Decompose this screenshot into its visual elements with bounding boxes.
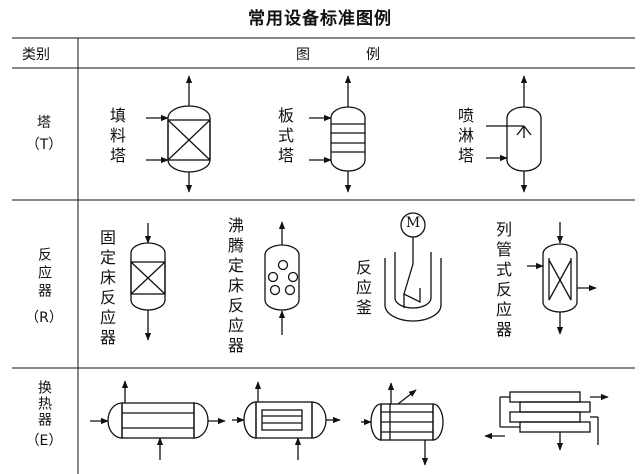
label-stirred-tank-reactor: 反应釜 <box>355 258 372 317</box>
header-legend-left: 图 <box>296 47 310 63</box>
category-reactor: 反应器 （R） <box>14 247 74 329</box>
category-code: （R） <box>25 310 63 326</box>
fixed-bed-reactor-symbol <box>130 223 166 341</box>
plate-tower-symbol <box>309 75 366 193</box>
category-code: （T） <box>25 137 63 153</box>
spray-tower-symbol <box>486 75 542 193</box>
category-name: 换热器 <box>36 380 52 428</box>
category-name: 反应器 <box>36 247 52 301</box>
heat-exchanger-1-symbol <box>90 380 226 460</box>
tubular-reactor-symbol <box>527 222 597 335</box>
category-name: 塔 <box>37 115 51 131</box>
stirred-tank-reactor-symbol <box>384 212 442 322</box>
category-tower: 塔 （T） <box>14 112 74 156</box>
header-legend-right: 例 <box>366 47 380 63</box>
label-spray-tower: 喷淋塔 <box>457 106 474 165</box>
label-fixed-bed-reactor: 固定床反应器 <box>99 228 116 347</box>
page-title: 常用设备标准图例 <box>248 9 392 29</box>
label-fluidized-bed-reactor: 沸腾定床反应器 <box>227 216 244 355</box>
heat-exchanger-3-symbol <box>361 382 444 466</box>
heat-exchanger-4-symbol <box>484 391 609 451</box>
category-code: （E） <box>25 433 63 449</box>
header-category: 类别 <box>22 47 50 63</box>
table-grid <box>12 37 635 474</box>
fluidized-bed-reactor-symbol <box>264 221 300 335</box>
motor-label: M <box>405 215 421 231</box>
label-packed-tower: 填料塔 <box>109 106 126 165</box>
label-plate-tower: 板式塔 <box>277 106 294 165</box>
label-tubular-reactor: 列管式反应器 <box>495 220 512 339</box>
category-heat-exchanger: 换热器 （E） <box>14 380 74 452</box>
heat-exchanger-2-symbol <box>232 381 341 460</box>
packed-tower-symbol <box>146 75 211 193</box>
